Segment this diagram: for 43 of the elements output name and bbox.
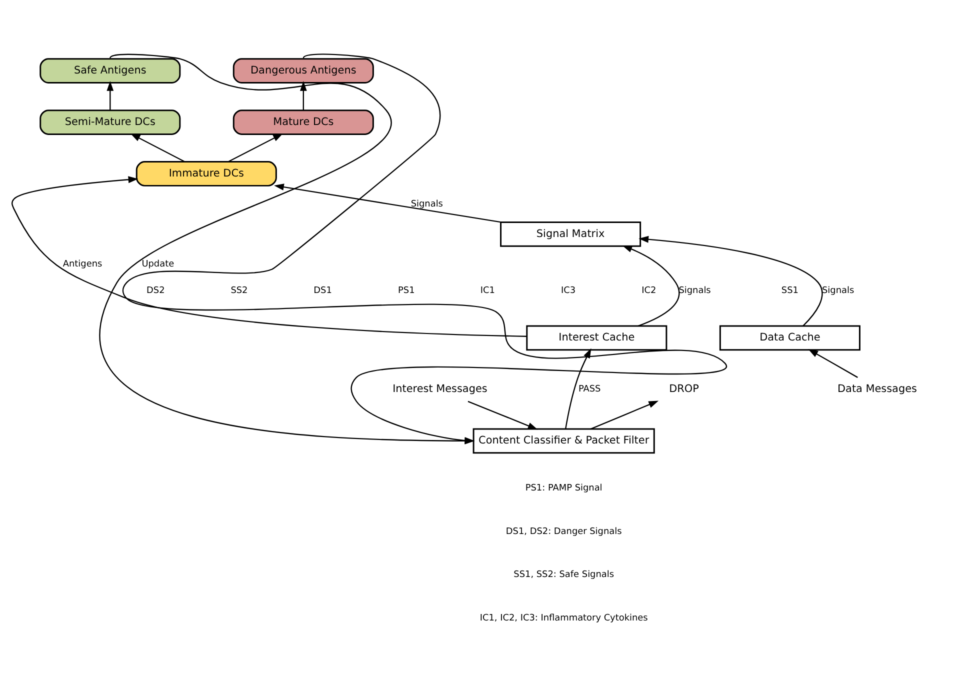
arrow <box>11 176 526 337</box>
arrow <box>564 348 591 429</box>
label: PS1 <box>398 286 414 296</box>
node-box: Signal Matrix <box>500 222 641 247</box>
arrow <box>590 400 658 430</box>
arrow <box>274 184 501 223</box>
label: SS2 <box>230 286 248 296</box>
edge-label: Signals <box>822 286 854 296</box>
arrow <box>299 81 306 110</box>
node-box: Safe Antigens <box>39 58 180 84</box>
node-text: Data Messages <box>837 383 916 396</box>
arrow <box>130 134 185 162</box>
label: IC2 <box>641 286 656 296</box>
arrow <box>622 246 680 326</box>
node-box: Semi-Mature DCs <box>39 110 180 135</box>
node-box: Immature DCs <box>135 161 276 186</box>
arrow <box>106 81 114 110</box>
label: PS1: PAMP Signal <box>524 484 602 494</box>
label: DS1, DS2: Danger Signals <box>505 526 622 537</box>
edge-label: Signals <box>410 199 442 210</box>
arrow <box>467 400 538 430</box>
arrow <box>638 236 822 326</box>
node-box: Dangerous Antigens <box>232 58 374 84</box>
edge-label: Update <box>141 260 174 270</box>
arrow <box>227 134 282 162</box>
arrow <box>808 349 858 378</box>
label: SS1 <box>780 286 798 296</box>
node-text: DROP <box>668 383 698 396</box>
arrow <box>100 54 474 444</box>
arrow <box>124 54 726 444</box>
node-text: Interest Messages <box>392 383 487 396</box>
label: IC1 <box>480 286 495 296</box>
label: IC3 <box>560 286 576 296</box>
edge-label: PASS <box>578 384 600 395</box>
edge-label: Antigens <box>62 260 102 270</box>
label: IC1, IC2, IC3: Inflammatory Cytokines <box>479 613 648 624</box>
label: DS2 <box>146 286 164 296</box>
node-box: Content Classifier & Packet Filter <box>472 428 654 454</box>
node-box: Data Cache <box>718 325 860 351</box>
node-box: Interest Cache <box>526 325 667 351</box>
node-box: Mature DCs <box>232 110 374 135</box>
label: SS1, SS2: Safe Signals <box>513 570 614 580</box>
label: DS1 <box>313 286 332 296</box>
